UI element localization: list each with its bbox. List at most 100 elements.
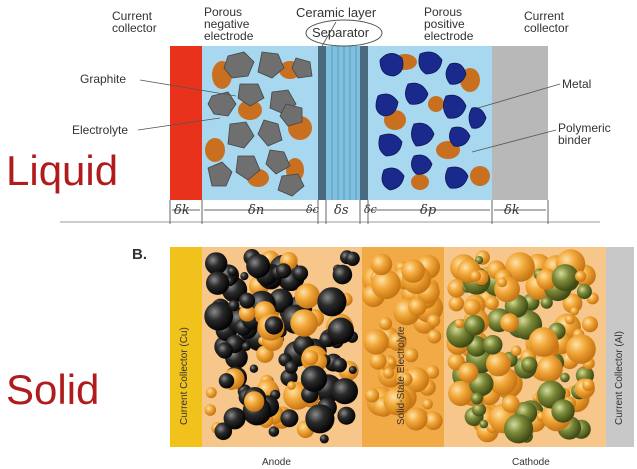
label-graphite: Graphite [80,72,127,86]
separator-region [326,46,360,200]
particle [448,380,474,407]
particle [505,252,535,282]
particle [454,318,465,329]
dim-label-k-right: δk [504,203,520,218]
label-line: collector [112,21,157,35]
particle [401,259,425,283]
label-line: positive [424,17,465,31]
particle [482,335,503,355]
particle [332,357,347,373]
label-electrolyte: Electrolyte [72,123,129,137]
particle [332,264,353,285]
label-line: Polymeric [558,121,611,135]
particle [268,426,280,437]
label-current-collector-left: Current collector [112,10,157,34]
particle [300,365,328,392]
particle [305,404,335,434]
solid-cell-graphic [170,247,634,447]
solid-side-label: Solid [6,366,100,413]
particle [497,277,508,288]
label-line: Current [524,9,565,23]
particle [363,329,389,355]
label-line: Current [112,9,153,23]
particle [239,292,256,309]
particle [290,309,318,337]
right-current-collector [492,46,548,200]
particle [464,314,485,336]
al-collector-label: Current Collector (Al) [614,331,625,425]
particle [365,388,380,403]
particle [447,353,465,371]
particle [427,314,441,328]
particle [205,252,228,275]
electrolyte-label: Solid-State Electrolyte [396,326,407,425]
particle [566,334,596,364]
particle [510,345,522,357]
particle [570,306,579,316]
particle [331,378,358,405]
particle [565,314,575,325]
dim-label-p: δp [420,203,437,218]
label-metal: Metal [562,77,592,91]
panel-label-b: B. [132,246,147,263]
particle [404,407,428,431]
particle [249,364,259,373]
particle [479,419,489,429]
particle [238,304,256,322]
particle [227,266,238,277]
particle [576,284,592,300]
particle [348,366,357,374]
particle [540,296,553,309]
particle [284,360,298,374]
particle [241,341,251,351]
particle [485,296,499,310]
particle [345,251,360,266]
particle [501,395,520,413]
label-line: electrode [204,29,254,43]
particle [223,407,246,430]
label-porous-positive: Porous positive electrode [424,6,473,42]
particle [486,351,511,377]
particle [280,409,299,428]
dim-label-c-right: δc [364,203,377,216]
particle [371,269,401,300]
cathode-label: Cathode [512,457,550,468]
anode-label: Anode [262,457,291,468]
particle [205,387,217,399]
particle [500,313,519,333]
particle [551,399,575,423]
particle [399,372,413,386]
particle [387,332,407,351]
ceramic-layer-right [360,46,368,200]
label-ceramic-layer: Ceramic layer [296,5,377,20]
particle [536,355,563,382]
particle [528,327,559,357]
particle [427,329,442,344]
particle [246,254,271,278]
particle [204,404,217,416]
particle [378,317,393,331]
particle [275,263,292,279]
particle [264,316,284,335]
liquid-cell-graphic [60,19,600,224]
label-separator: Separator [312,25,370,40]
cu-collector-label: Current Collector (Cu) [179,327,190,425]
separator-callout [305,19,383,47]
particle [327,317,354,344]
label-line: Porous [204,5,243,19]
particle [475,256,484,265]
al-current-collector [606,247,634,447]
particle [582,316,598,333]
particle [472,402,486,417]
particle [404,367,429,393]
label-polymeric-binder: Polymeric binder [558,122,611,146]
particle [582,378,595,391]
particle [204,301,234,331]
particle [383,367,395,379]
particle [287,381,296,390]
particle [575,270,587,282]
cu-current-collector [170,247,202,447]
particle [521,356,538,373]
dim-label-n: δn [248,203,265,218]
particle [317,287,347,317]
